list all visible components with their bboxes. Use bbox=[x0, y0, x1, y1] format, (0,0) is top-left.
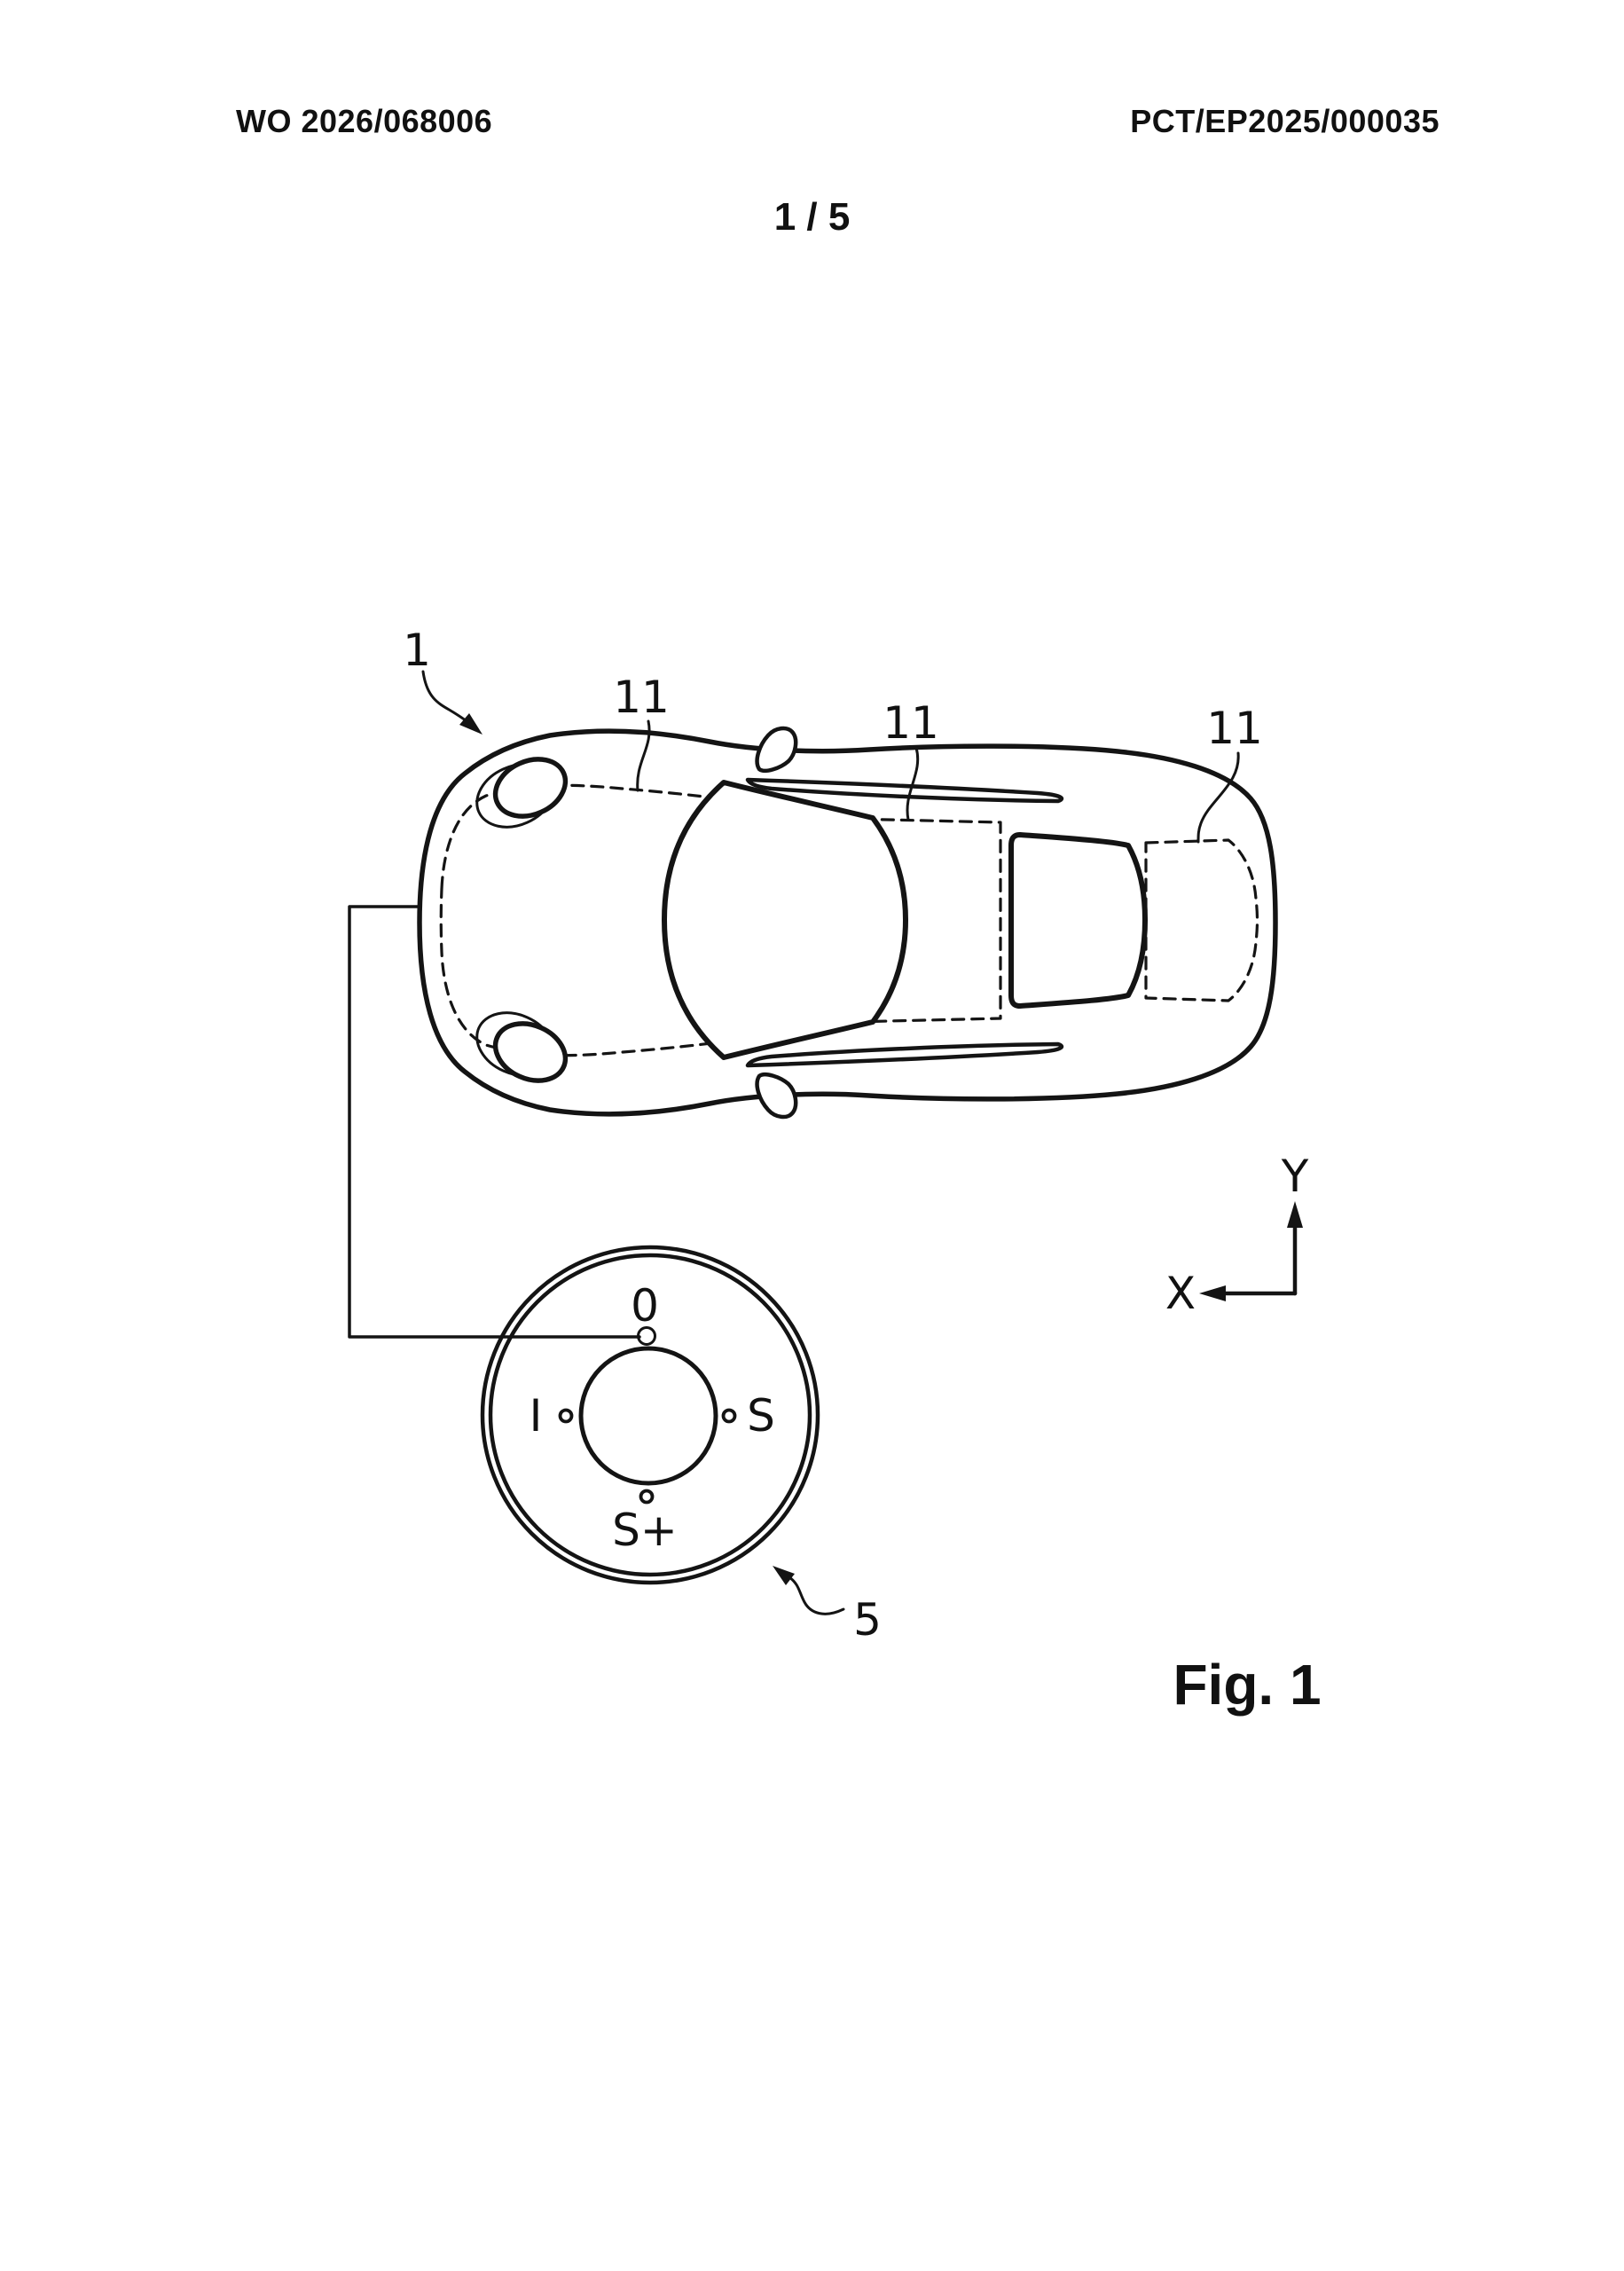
car-mirror-right bbox=[755, 1072, 798, 1120]
car-side-window-left bbox=[745, 777, 1064, 804]
reference-leaders bbox=[421, 670, 1240, 1615]
coordinate-axes bbox=[1199, 1201, 1303, 1301]
dial-position-label-s-plus: S+ bbox=[612, 1505, 678, 1556]
rotary-switch-drawing bbox=[480, 1245, 820, 1585]
dial-dot-top-selected bbox=[637, 1326, 656, 1346]
dial-dot-bottom bbox=[639, 1489, 655, 1505]
ref-label-11-front: 11 bbox=[613, 672, 670, 723]
car-rear-window bbox=[1008, 832, 1148, 1009]
car-body-outline bbox=[417, 728, 1278, 1117]
leader-ref-5-arrowhead bbox=[773, 1566, 795, 1585]
dial-position-label-0: 0 bbox=[631, 1280, 659, 1332]
car-windshield bbox=[662, 780, 908, 1060]
leader-ref-5 bbox=[788, 1576, 845, 1615]
leader-ref-11-middle bbox=[906, 746, 920, 821]
dial-position-label-i: I bbox=[530, 1390, 543, 1442]
connector-line bbox=[348, 905, 641, 1339]
axis-x-arrowhead bbox=[1199, 1285, 1226, 1301]
ref-label-11-rear: 11 bbox=[1206, 703, 1263, 754]
sheet-page-indicator: 1 / 5 bbox=[773, 195, 851, 239]
dial-dot-left bbox=[558, 1408, 574, 1424]
car-side-window-right bbox=[745, 1041, 1064, 1068]
headlight-front-right bbox=[475, 1011, 569, 1083]
ref-label-11-middle: 11 bbox=[883, 697, 939, 749]
ref-label-5: 5 bbox=[853, 1594, 882, 1646]
headlight-front-left bbox=[475, 757, 569, 829]
dial-dot-right bbox=[721, 1408, 737, 1424]
publication-number: WO 2026/068006 bbox=[236, 103, 493, 139]
axis-label-y: Y bbox=[1281, 1151, 1309, 1202]
dial-outer-ring bbox=[480, 1245, 820, 1585]
application-number: PCT/EP2025/000035 bbox=[1130, 103, 1440, 139]
dial-position-label-s: S bbox=[747, 1390, 775, 1442]
figure-caption: Fig. 1 bbox=[1173, 1653, 1321, 1717]
leader-ref-11-front bbox=[636, 719, 651, 792]
leader-ref-11-rear bbox=[1196, 751, 1240, 844]
dial-inner-ring bbox=[488, 1253, 812, 1577]
axis-y-arrowhead bbox=[1287, 1201, 1303, 1228]
axis-label-x: X bbox=[1165, 1268, 1196, 1319]
car-dashed-rear-deck bbox=[1144, 838, 1259, 1002]
leader-ref-1-arrowhead bbox=[459, 713, 482, 735]
dial-knob bbox=[578, 1346, 718, 1486]
car-mirror-left bbox=[755, 726, 798, 774]
leader-ref-1 bbox=[421, 670, 468, 723]
ref-label-1: 1 bbox=[403, 625, 431, 676]
car-top-view-drawing bbox=[417, 726, 1278, 1120]
